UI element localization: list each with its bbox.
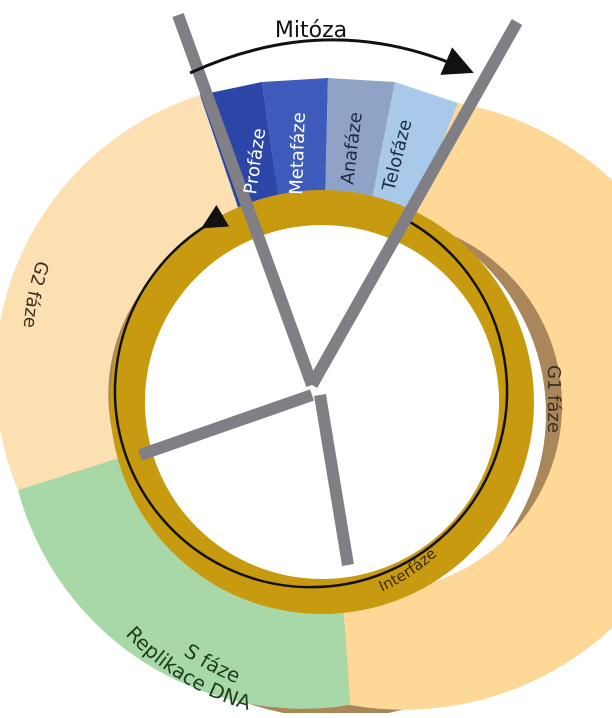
divider-s-g1-line	[314, 394, 354, 566]
g1-phase-label-line1: G1	[543, 365, 564, 390]
phase-divider-lines	[138, 12, 523, 566]
divider-g2-s-line	[138, 389, 314, 461]
divider-telophase-line	[306, 19, 523, 388]
telophase-segment	[370, 82, 458, 222]
divider-prophase-line	[172, 12, 318, 388]
cycle-direction-arrow	[113, 204, 509, 589]
mitosis-arrow	[189, 38, 474, 75]
metaphase-segment	[262, 78, 328, 208]
metaphase-label: Metafáze	[286, 112, 310, 195]
s-phase-segment	[18, 458, 350, 709]
g2-phase-segment	[0, 95, 243, 490]
g1-phase-label-line2: fáze	[543, 395, 564, 433]
g1-phase-segment	[342, 103, 612, 710]
anaphase-segment	[325, 78, 395, 208]
mitosis-label: Mitóza	[275, 18, 347, 43]
